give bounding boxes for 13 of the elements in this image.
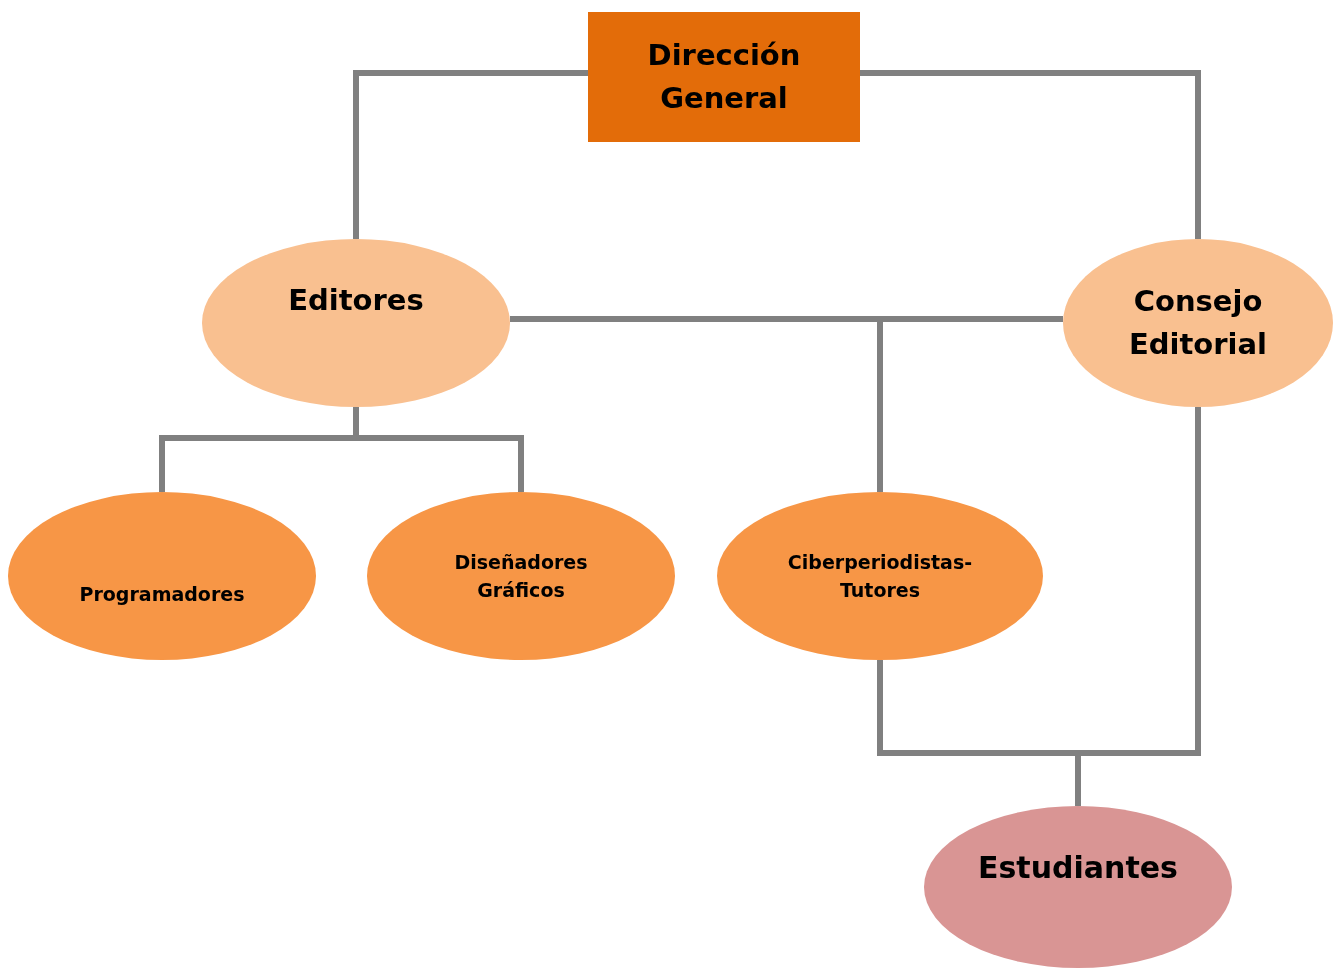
connector-line xyxy=(860,70,1201,239)
node-label: Programadores xyxy=(79,581,245,607)
connector-line xyxy=(353,407,524,492)
node-label: Editores xyxy=(288,282,424,320)
node-label: Dirección General xyxy=(646,36,802,117)
connector-line xyxy=(877,316,1063,492)
node-label: Diseñadores Gráficos xyxy=(453,549,589,603)
node-label: Consejo Editorial xyxy=(1127,282,1269,363)
node-label: Estudiantes xyxy=(978,848,1178,887)
process-box xyxy=(588,12,860,142)
connector-line xyxy=(353,70,588,239)
node-label: Ciberperiodistas-Tutores xyxy=(786,549,974,603)
connector-line xyxy=(1075,407,1201,806)
